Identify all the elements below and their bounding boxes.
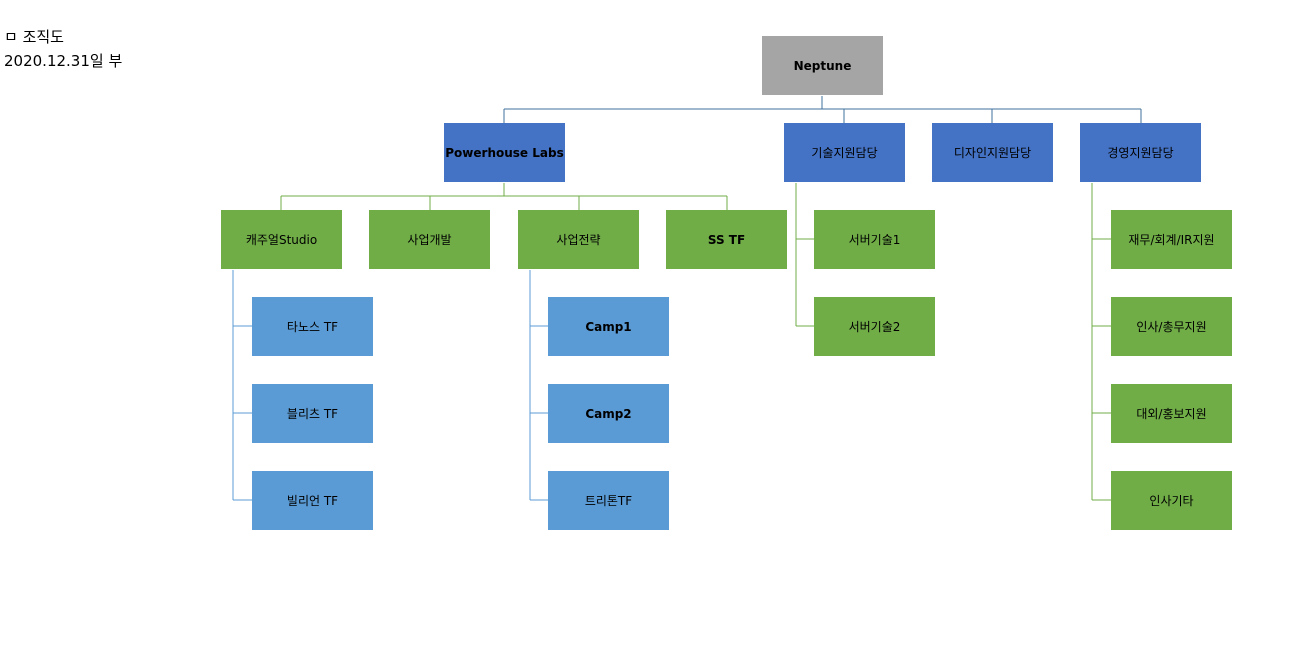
- node-management-support[interactable]: 경영지원담당: [1080, 123, 1201, 182]
- node-server-tech-1[interactable]: 서버기술1: [814, 210, 935, 269]
- node-tech-support[interactable]: 기술지원담당: [784, 123, 905, 182]
- node-camp2[interactable]: Camp2: [548, 384, 669, 443]
- node-hr-general[interactable]: 인사/총무지원: [1111, 297, 1232, 356]
- powerhouse-connectors: [280, 183, 728, 210]
- node-triton-tf[interactable]: 트리톤TF: [548, 471, 669, 530]
- casual-connectors: [232, 270, 252, 501]
- node-casual-studio[interactable]: 캐주얼Studio: [221, 210, 342, 269]
- node-thanos-tf[interactable]: 타노스 TF: [252, 297, 373, 356]
- chart-title: ㅁ 조직도: [4, 28, 64, 46]
- node-pr-external[interactable]: 대외/홍보지원: [1111, 384, 1232, 443]
- node-billion-tf[interactable]: 빌리언 TF: [252, 471, 373, 530]
- mgmt-connectors: [1091, 183, 1111, 501]
- tech-connectors: [795, 183, 814, 327]
- node-business-dev[interactable]: 사업개발: [369, 210, 490, 269]
- node-business-strategy[interactable]: 사업전략: [518, 210, 639, 269]
- root-connectors: [503, 96, 1142, 123]
- strategy-connectors: [529, 270, 548, 501]
- node-design-support[interactable]: 디자인지원담당: [932, 123, 1053, 182]
- node-blitz-tf[interactable]: 블리츠 TF: [252, 384, 373, 443]
- chart-date: 2020.12.31일 부: [4, 52, 123, 70]
- node-ss-tf[interactable]: SS TF: [666, 210, 787, 269]
- node-hr-other[interactable]: 인사기타: [1111, 471, 1232, 530]
- node-powerhouse-labs[interactable]: Powerhouse Labs: [444, 123, 565, 182]
- node-camp1[interactable]: Camp1: [548, 297, 669, 356]
- node-server-tech-2[interactable]: 서버기술2: [814, 297, 935, 356]
- node-finance-ir[interactable]: 재무/회계/IR지원: [1111, 210, 1232, 269]
- node-root[interactable]: Neptune: [762, 36, 883, 95]
